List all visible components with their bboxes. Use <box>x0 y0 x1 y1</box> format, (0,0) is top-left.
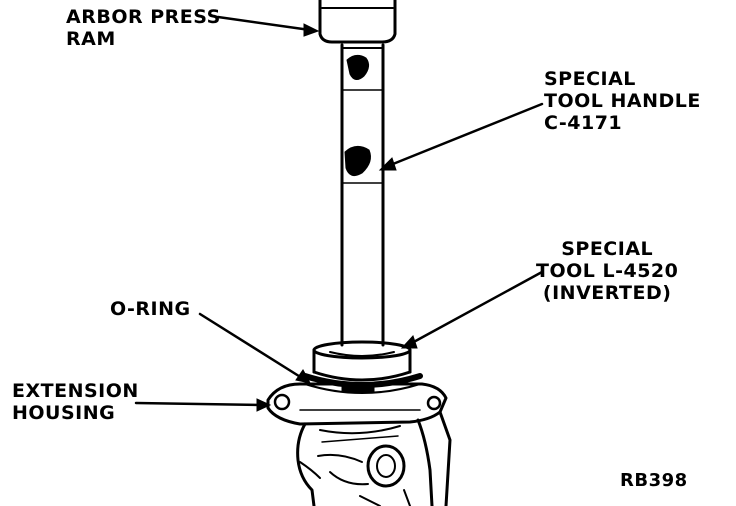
label-line: ARBOR PRESS <box>66 6 221 28</box>
label-line: O-RING <box>110 298 191 320</box>
label-line: TOOL HANDLE <box>544 90 701 112</box>
label-line: SPECIAL <box>544 68 636 90</box>
label-line: TOOL L-4520 <box>536 260 679 282</box>
label-line: EXTENSION <box>12 380 139 402</box>
label-special-tool-handle: SPECIAL TOOL HANDLE C-4171 <box>544 68 701 134</box>
label-special-tool-l4520: SPECIAL TOOL L-4520 (INVERTED) <box>536 238 678 304</box>
label-line: RAM <box>66 28 116 50</box>
reference-code: RB398 <box>620 470 688 491</box>
arrow-o-ring <box>198 312 311 384</box>
label-line: (INVERTED) <box>542 282 672 304</box>
label-line: HOUSING <box>12 402 116 424</box>
label-line: SPECIAL <box>561 238 654 260</box>
tool-handle-shaft <box>340 43 385 347</box>
housing-body <box>296 410 452 506</box>
label-o-ring: O-RING <box>110 298 191 320</box>
arbor-press-ram <box>318 0 397 44</box>
extension-housing <box>266 382 448 426</box>
label-arbor-press-ram: ARBOR PRESS RAM <box>66 6 221 50</box>
arrow-tool-l4520 <box>400 270 544 349</box>
special-tool-l4520 <box>312 340 412 382</box>
label-extension-housing: EXTENSION HOUSING <box>12 380 139 424</box>
arrow-arbor-press-ram <box>216 15 320 37</box>
arrow-tool-handle <box>378 102 544 171</box>
arrow-extension-housing <box>134 398 272 412</box>
label-line: C-4171 <box>544 112 623 134</box>
